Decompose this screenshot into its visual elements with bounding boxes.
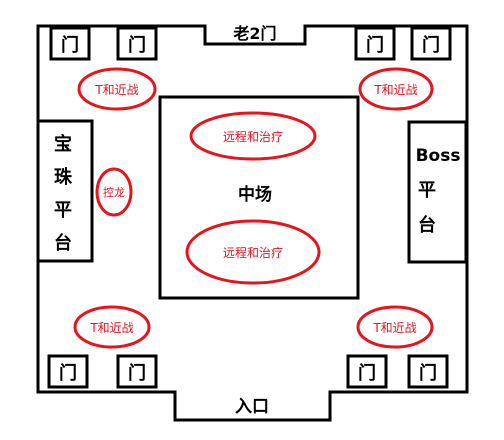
center-area (158, 95, 360, 300)
left-platform-char-3: 平 (54, 200, 72, 221)
svg-text:门: 门 (422, 34, 440, 56)
right-platform-char-2: 台 (418, 214, 436, 236)
door-top-right-1: 门 (354, 26, 396, 61)
right-platform-char-1: 平 (418, 180, 436, 201)
right-platform (407, 120, 468, 264)
ranged-heal-zone-top: 远程和治疗 (189, 111, 317, 161)
door-top-right-2: 门 (410, 26, 452, 61)
left-platform (36, 119, 94, 263)
svg-text:远程和治疗: 远程和治疗 (223, 129, 283, 144)
room-outline (36, 24, 469, 422)
bottom-entrance-label: 入口 (235, 397, 269, 417)
door-top-left-1: 门 (49, 26, 91, 61)
door-bottom-left-1: 门 (47, 354, 89, 389)
svg-text:门: 门 (128, 34, 146, 56)
right-platform-title: Boss (416, 146, 461, 166)
svg-text:控龙: 控龙 (103, 185, 125, 199)
svg-text:门: 门 (128, 362, 146, 384)
svg-text:门: 门 (366, 34, 384, 56)
center-label: 中场 (238, 184, 272, 205)
svg-text:门: 门 (59, 362, 77, 384)
door-bottom-right-2: 门 (407, 354, 449, 389)
svg-text:门: 门 (358, 362, 376, 384)
melee-zone-bottom-left: T和近战 (73, 305, 151, 349)
door-bottom-right-1: 门 (346, 354, 388, 389)
left-platform-char-2: 珠 (54, 167, 73, 188)
top-entrance-label: 老2门 (232, 24, 276, 43)
dragon-control-zone: 控龙 (95, 167, 133, 217)
svg-text:T和近战: T和近战 (89, 321, 133, 335)
left-platform-char-4: 台 (54, 232, 72, 254)
melee-zone-top-right: T和近战 (358, 67, 434, 111)
door-top-left-2: 门 (116, 26, 158, 61)
left-platform-char-1: 宝 (54, 133, 72, 155)
svg-text:远程和治疗: 远程和治疗 (223, 245, 283, 260)
svg-text:T和近战: T和近战 (372, 321, 416, 335)
svg-text:门: 门 (61, 34, 79, 56)
door-bottom-left-2: 门 (116, 354, 158, 389)
svg-text:T和近战: T和近战 (373, 83, 417, 97)
melee-zone-bottom-right: T和近战 (356, 305, 434, 349)
melee-zone-top-left: T和近战 (77, 67, 157, 111)
svg-text:门: 门 (419, 362, 437, 384)
ranged-heal-zone-bottom: 远程和治疗 (185, 219, 321, 285)
svg-text:T和近战: T和近战 (94, 83, 138, 97)
